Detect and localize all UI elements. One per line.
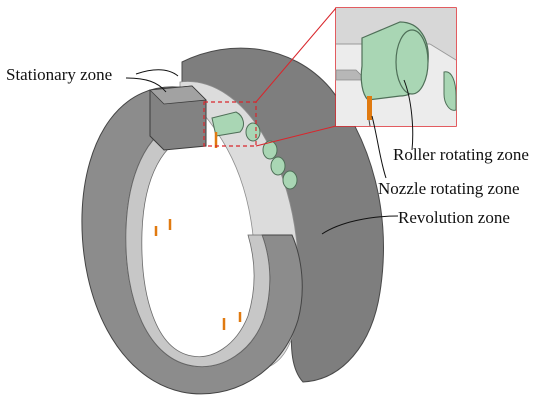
front-ring-lining bbox=[125, 121, 271, 367]
label-nozzle-rotating-zone: Nozzle rotating zone bbox=[378, 179, 520, 198]
zoom-inset bbox=[335, 7, 457, 127]
callout-connector-bottom bbox=[255, 125, 337, 147]
nozzle-holes bbox=[245, 122, 298, 190]
front-ring bbox=[81, 85, 303, 395]
stationary-block-top bbox=[149, 85, 207, 105]
leader-revolution bbox=[321, 215, 399, 235]
roller-small bbox=[211, 111, 244, 148]
nozzle bbox=[367, 96, 372, 120]
label-roller-rotating-zone: Roller rotating zone bbox=[393, 145, 529, 164]
leader-stationary bbox=[125, 77, 167, 93]
label-stationary-zone: Stationary zone bbox=[6, 65, 112, 84]
callout-selection-box bbox=[203, 101, 257, 147]
leader-nozzle bbox=[371, 115, 387, 179]
callout-connector-top bbox=[255, 7, 337, 103]
leader-stationary-2 bbox=[135, 69, 179, 77]
leader-roller bbox=[403, 79, 414, 151]
nozzle-markers bbox=[154, 219, 242, 330]
label-revolution-zone: Revolution zone bbox=[398, 208, 510, 227]
